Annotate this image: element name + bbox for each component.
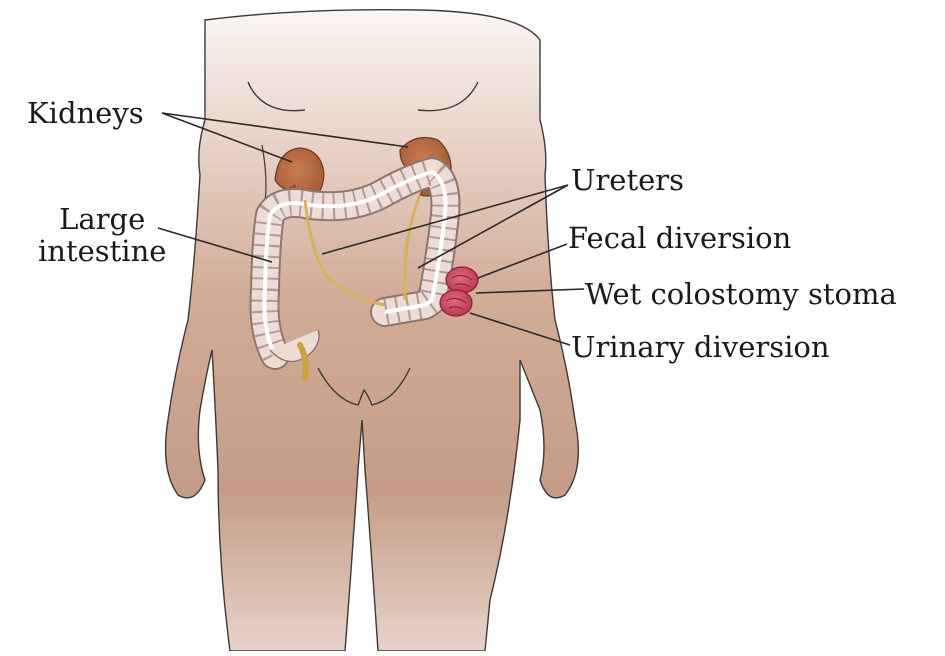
kidneys-label: Kidneys <box>27 97 144 129</box>
large-intestine-label-line2: intestine <box>38 235 166 267</box>
large-intestine-label-line1: Large <box>38 203 166 235</box>
fecal-stoma <box>446 267 478 293</box>
large-intestine-label: Large intestine <box>38 203 166 267</box>
ureters-label: Ureters <box>571 164 684 196</box>
wet-colostomy-stoma-label: Wet colostomy stoma <box>585 278 897 310</box>
fecal-diversion-label: Fecal diversion <box>568 222 791 254</box>
body-silhouette <box>166 10 579 651</box>
urinary-stoma <box>440 290 472 316</box>
urinary-diversion-label: Urinary diversion <box>571 331 830 363</box>
